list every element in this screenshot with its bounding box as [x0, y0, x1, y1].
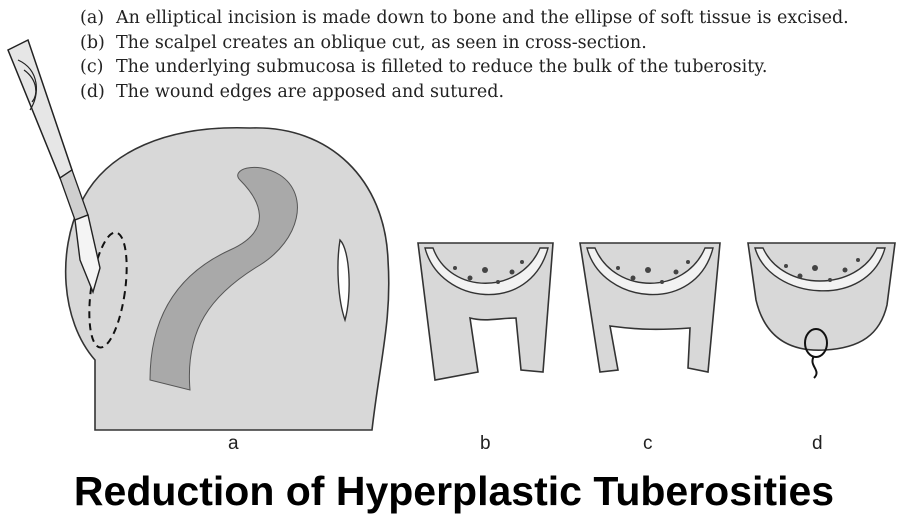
caption-list: (a) An elliptical incision is made down t…: [80, 6, 900, 104]
panel-b-cross-section: [417, 242, 554, 381]
figure-label-c: c: [643, 433, 653, 454]
caption-a: (a) An elliptical incision is made down t…: [80, 6, 900, 31]
caption-key: (b): [80, 32, 105, 53]
caption-text: An elliptical incision is made down to b…: [116, 8, 849, 28]
caption-key: (c): [80, 57, 104, 77]
suture-icon: [804, 328, 828, 379]
page-title: Reduction of Hyperplastic Tuberosities: [73, 468, 835, 514]
caption-c: (c) The underlying submucosa is filleted …: [80, 55, 900, 80]
caption-key: (d): [80, 81, 105, 102]
caption-text: The wound edges are apposed and sutured.: [116, 81, 505, 102]
figure-label-b: b: [480, 433, 491, 454]
caption-text: The underlying submucosa is filleted to …: [116, 57, 768, 77]
caption-key: (a): [80, 8, 105, 28]
caption-d: (d) The wound edges are apposed and sutur…: [80, 80, 900, 105]
figure-label-a: a: [228, 433, 239, 454]
caption-b: (b) The scalpel creates an oblique cut, a…: [80, 31, 900, 56]
panel-c-cross-section: [579, 242, 721, 373]
figure-label-d: d: [812, 433, 823, 454]
caption-text: The scalpel creates an oblique cut, as s…: [116, 32, 647, 53]
panel-d-cross-section: [747, 242, 896, 351]
panel-a-tuberosity: [64, 126, 390, 431]
scalpel-icon: [7, 38, 101, 295]
